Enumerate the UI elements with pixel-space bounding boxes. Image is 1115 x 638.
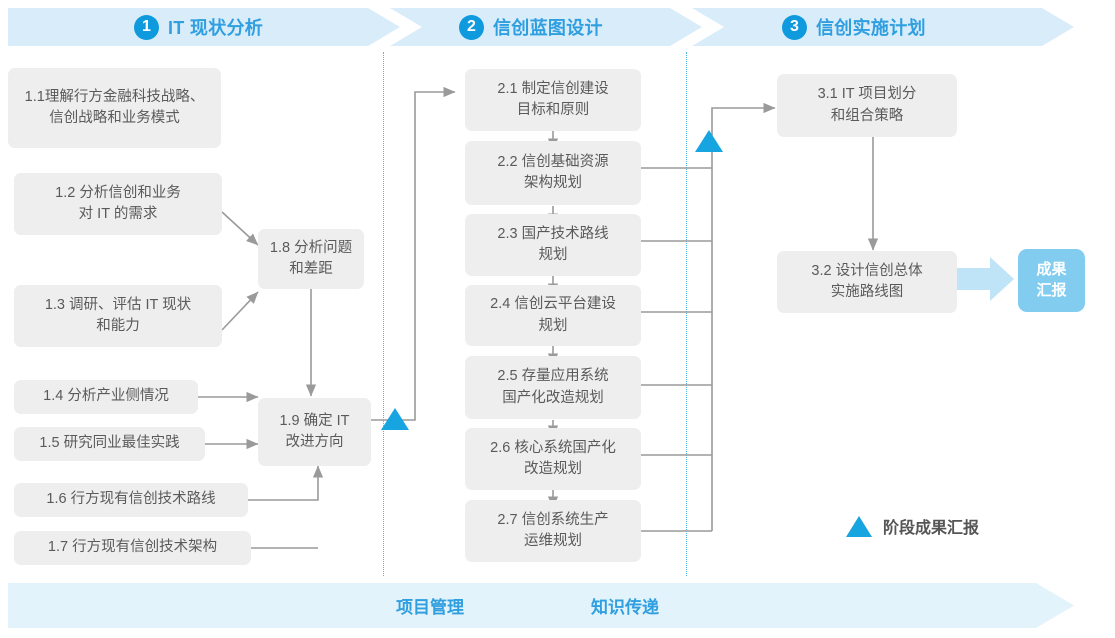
- phase-divider-1: [383, 52, 384, 576]
- footer-item-knowledge-transfer[interactable]: 知识传递: [591, 598, 659, 617]
- task-box-1-7[interactable]: 1.7 行方现有信创技术架构: [14, 531, 251, 565]
- milestone-triangle-phase2: [695, 130, 723, 152]
- result-arrow: [950, 257, 1014, 301]
- task-box-1-1[interactable]: 1.1理解行方金融科技战略、 信创战略和业务模式: [8, 68, 221, 148]
- task-box-3-1[interactable]: 3.1 IT 项目划分 和组合策略: [777, 74, 957, 137]
- task-box-1-3[interactable]: 1.3 调研、评估 IT 现状 和能力: [14, 285, 222, 347]
- phase-divider-2: [686, 52, 687, 576]
- phase-band-3: [692, 8, 1074, 46]
- task-box-3-2[interactable]: 3.2 设计信创总体 实施路线图: [777, 251, 957, 313]
- task-box-1-6[interactable]: 1.6 行方现有信创技术路线: [14, 483, 248, 517]
- legend-label: 阶段成果汇报: [883, 520, 980, 537]
- phase-band-2: [390, 8, 702, 46]
- result-box[interactable]: 成果 汇报: [1018, 249, 1085, 312]
- task-box-2-2[interactable]: 2.2 信创基础资源 架构规划: [465, 141, 641, 205]
- task-box-1-5[interactable]: 1.5 研究同业最佳实践: [14, 427, 205, 461]
- task-box-1-4[interactable]: 1.4 分析产业侧情况: [14, 380, 198, 414]
- milestone-triangle-phase1: [381, 408, 409, 430]
- task-box-2-1[interactable]: 2.1 制定信创建设 目标和原则: [465, 69, 641, 131]
- task-box-1-2[interactable]: 1.2 分析信创和业务 对 IT 的需求: [14, 173, 222, 235]
- task-box-2-4[interactable]: 2.4 信创云平台建设 规划: [465, 285, 641, 346]
- task-box-2-7[interactable]: 2.7 信创系统生产 运维规划: [465, 500, 641, 562]
- task-box-2-3[interactable]: 2.3 国产技术路线 规划: [465, 214, 641, 276]
- task-box-1-9[interactable]: 1.9 确定 IT 改进方向: [258, 398, 371, 466]
- task-box-1-8[interactable]: 1.8 分析问题 和差距: [258, 229, 364, 289]
- legend: 阶段成果汇报: [846, 514, 979, 538]
- phase-band-1: [8, 8, 400, 46]
- triangle-icon: [846, 515, 872, 537]
- footer-band: [8, 583, 1074, 628]
- task-box-2-5[interactable]: 2.5 存量应用系统 国产化改造规划: [465, 356, 641, 419]
- task-box-2-6[interactable]: 2.6 核心系统国产化 改造规划: [465, 428, 641, 490]
- footer-item-project-management[interactable]: 项目管理: [396, 598, 464, 617]
